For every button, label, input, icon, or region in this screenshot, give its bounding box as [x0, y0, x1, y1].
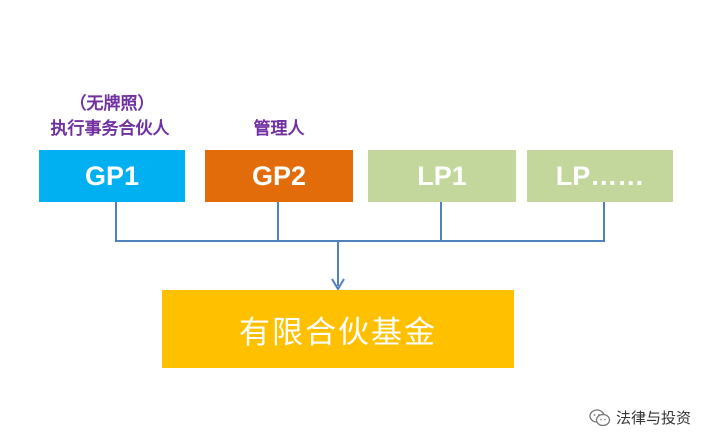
lp1-box: LP1	[368, 150, 516, 202]
lp-more-box: LP……	[527, 150, 673, 202]
gp1-role-label: 执行事务合伙人	[50, 119, 170, 139]
lp-more-label: LP……	[555, 160, 645, 191]
wechat-icon	[589, 408, 611, 426]
gp2-label: GP2	[251, 160, 307, 191]
fund-box: 有限合伙基金	[162, 290, 514, 368]
watermark-text: 法律与投资	[616, 409, 692, 427]
gp1-label: GP1	[84, 160, 140, 191]
arrow-head	[331, 278, 345, 291]
gp1-box: GP1	[39, 150, 185, 202]
gp2-box: GP2	[205, 150, 353, 202]
gp1-license-note: （无牌照）	[69, 94, 155, 114]
fund-label: 有限合伙基金	[239, 314, 437, 351]
gp2-role-label: 管理人	[253, 119, 305, 139]
watermark: 法律与投资	[589, 407, 691, 428]
lp1-label: LP1	[417, 160, 467, 191]
